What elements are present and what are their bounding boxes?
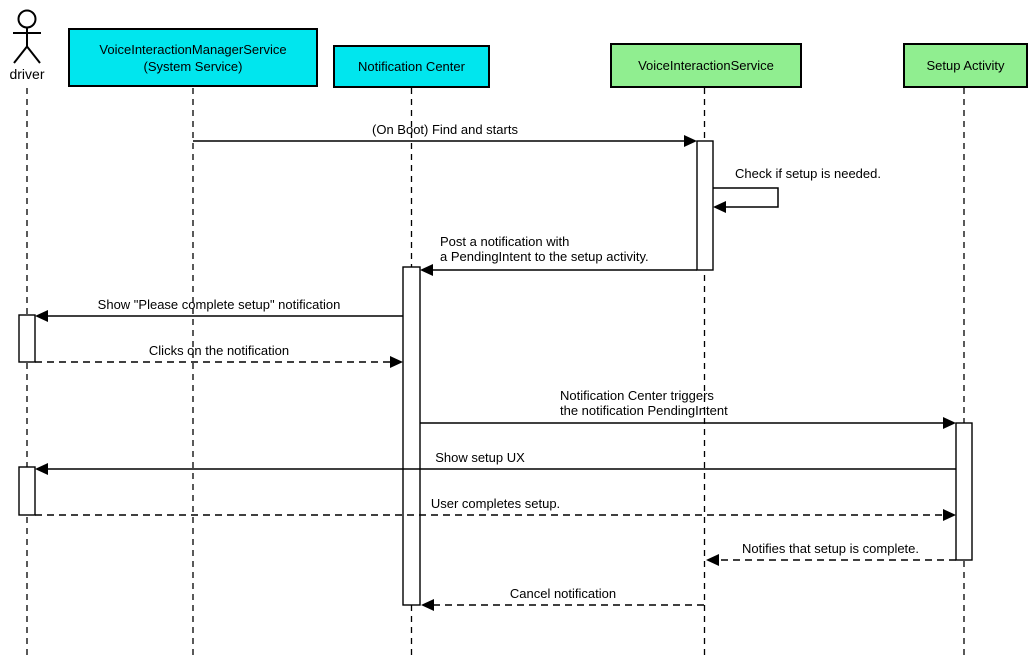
message-9-arrowhead: [706, 554, 719, 566]
activation-bar-driver-1: [18, 314, 36, 363]
message-8-arrowhead: [943, 509, 956, 521]
message-1-arrowhead: [684, 135, 697, 147]
message-1-label: (On Boot) Find and starts: [372, 122, 518, 137]
message-10-arrowhead: [421, 599, 434, 611]
actor-leg-right: [26, 45, 41, 64]
message-7-arrowhead: [35, 463, 48, 475]
participant-setup-activity: Setup Activity: [903, 43, 1028, 88]
message-9-label: Notifies that setup is complete.: [741, 541, 920, 556]
message-6-arrowhead: [943, 417, 956, 429]
activation-bar-notification-center: [402, 266, 421, 606]
activation-bar-driver-2: [18, 466, 36, 516]
participant-label: Setup Activity: [926, 58, 1005, 73]
participant-notification-center: Notification Center: [333, 45, 490, 88]
message-4-label: Show "Please complete setup" notificatio…: [97, 297, 341, 312]
message-6-label-line2: the notification PendingIntent: [560, 403, 728, 418]
message-2-self-loop: [713, 187, 779, 208]
participant-voice-interaction-service: VoiceInteractionService: [610, 43, 802, 88]
message-5-arrowhead: [390, 356, 403, 368]
message-10-label: Cancel notification: [509, 586, 617, 601]
actor-driver-icon: [13, 9, 41, 64]
message-3-label-line2: a PendingIntent to the setup activity.: [440, 249, 649, 264]
participant-label: VoiceInteractionService: [638, 58, 774, 73]
message-6-label-line1: Notification Center triggers: [560, 388, 714, 403]
message-3-arrowhead: [420, 264, 433, 276]
actor-head: [17, 9, 37, 29]
actor-driver-label: driver: [9, 66, 45, 82]
message-3-label-line1: Post a notification with: [440, 234, 570, 249]
participant-label-line1: VoiceInteractionManagerService: [99, 41, 287, 57]
activation-bar-voice-interaction-service: [696, 140, 714, 271]
message-7-label: Show setup UX: [435, 450, 525, 465]
participant-label-line2: (System Service): [143, 58, 243, 74]
message-4-arrowhead: [35, 310, 48, 322]
message-5-label: Clicks on the notification: [148, 343, 290, 358]
message-8-label: User completes setup.: [430, 496, 561, 511]
message-3-label: Post a notification with a PendingIntent…: [440, 234, 649, 264]
message-2-label: Check if setup is needed.: [735, 166, 881, 181]
participant-voice-interaction-manager-service: VoiceInteractionManagerService (System S…: [68, 28, 318, 87]
message-2-arrowhead: [713, 201, 726, 213]
activation-bar-setup-activity: [955, 422, 973, 561]
participant-label: Notification Center: [358, 59, 465, 74]
actor-leg-left: [13, 45, 28, 64]
message-6-label: Notification Center triggers the notific…: [560, 388, 728, 418]
